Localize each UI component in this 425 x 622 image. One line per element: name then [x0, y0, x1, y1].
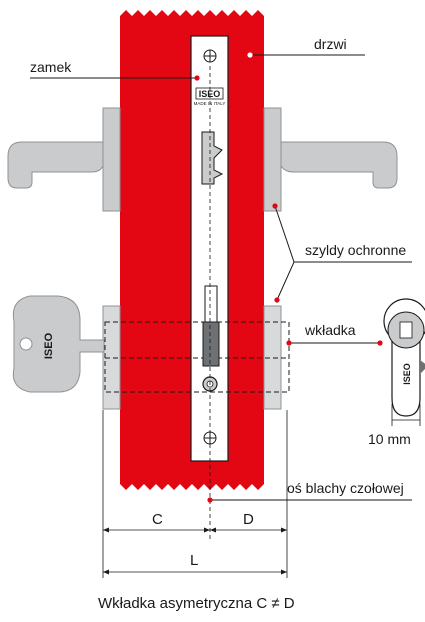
iseo-logo-box	[195, 87, 224, 100]
iseo-logo-text: ISEO	[199, 89, 221, 99]
faceplate-screw-top	[203, 49, 217, 63]
callout-shields-dot-lower	[274, 297, 280, 303]
dimension-d: D	[243, 511, 254, 528]
cylinder-body-outline	[104, 321, 290, 393]
label-faceplate-axis: oś blachy czołowej	[287, 480, 404, 496]
latch-bolt	[201, 131, 224, 185]
made-in-italy-text: MADE IN ITALY	[194, 101, 226, 106]
lock-faceplate	[190, 35, 229, 462]
dimension-l: L	[190, 552, 199, 569]
cylinder-left-shield	[102, 305, 121, 410]
cylinder-end-view: ISEO	[383, 298, 425, 417]
label-lock: zamek	[30, 59, 72, 75]
callout-door-dot	[247, 52, 253, 58]
left-handle-rose	[102, 107, 121, 212]
cylinder-cam-top	[204, 285, 218, 323]
left-lever-handle	[7, 141, 104, 189]
label-size: 10 mm	[368, 431, 411, 447]
caption: Wkładka asymetryczna C ≠ D	[98, 595, 295, 612]
cylinder-cam	[202, 321, 220, 367]
callout-shields-line	[276, 261, 412, 301]
end-view-logo-text: ISEO	[402, 363, 412, 385]
callout-cylinder-dot	[286, 340, 292, 346]
right-lever-handle	[280, 141, 398, 189]
callout-shields-line-upper	[274, 205, 295, 263]
callout-lock-dot	[194, 75, 200, 81]
callout-cylinder-end-dot	[377, 340, 383, 346]
key-logo-text: ISEO	[43, 332, 55, 359]
key: ISEO	[12, 295, 105, 393]
label-cylinder: wkładka	[305, 322, 356, 338]
label-shields: szyldy ochronne	[305, 242, 407, 258]
label-door: drzwi	[314, 36, 347, 52]
dimension-c: C	[152, 511, 163, 528]
right-handle-rose	[263, 107, 282, 212]
callout-shields-dot-upper	[272, 203, 278, 209]
callout-axis-dot	[207, 497, 213, 503]
